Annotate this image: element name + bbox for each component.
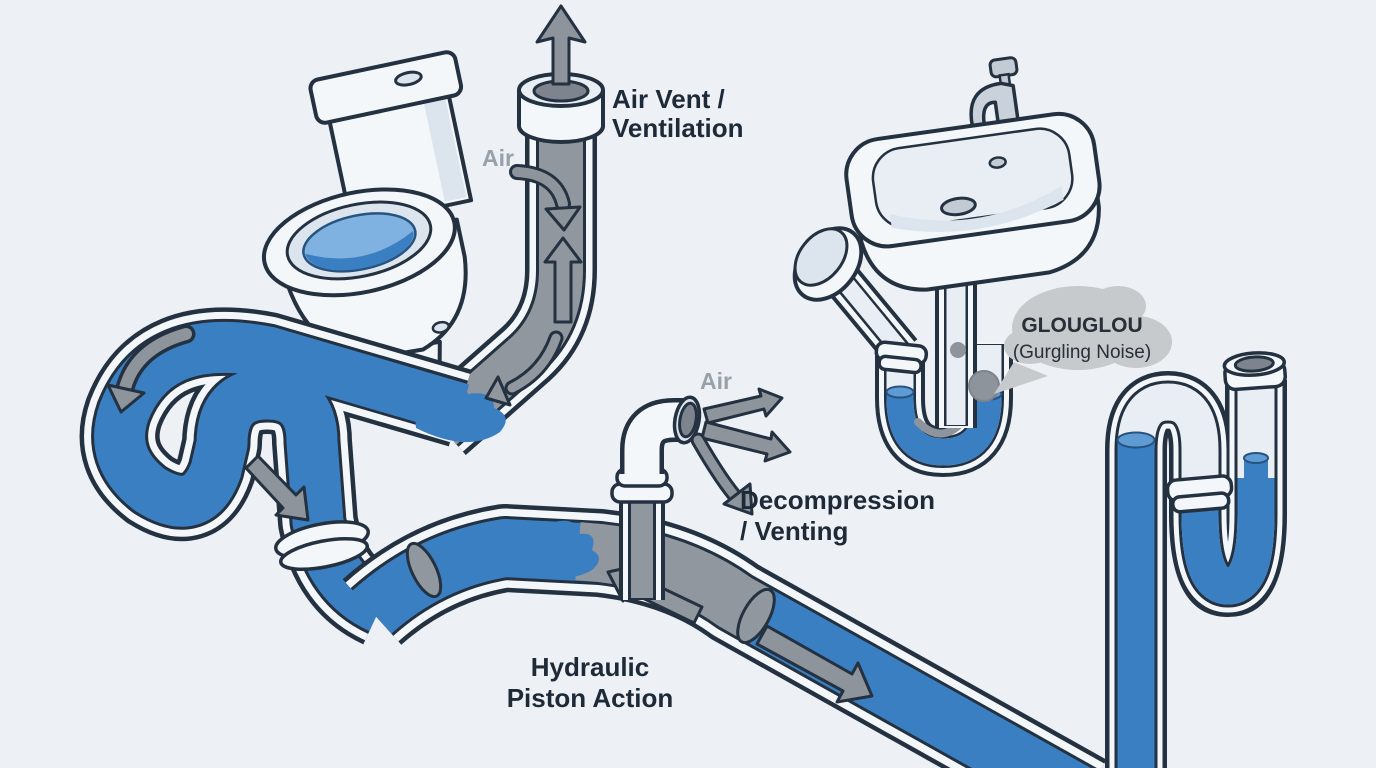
vent-elbow [620, 395, 702, 474]
junction-water-patch [415, 385, 506, 443]
downstream-arrow-icon [755, 624, 874, 704]
air-spray-arrow-down-icon [690, 432, 754, 516]
relief-vent [610, 387, 792, 600]
sink-drain-hole [940, 196, 977, 217]
label-air-vent-line1: Air Vent / [612, 84, 725, 114]
piston-slug-boundary [405, 541, 443, 599]
vent-cap [517, 72, 605, 144]
flush-button [394, 70, 423, 87]
sink-p-trap [875, 342, 1013, 477]
air-entry-arrow-icon [509, 164, 582, 232]
label-air-mid: Air [700, 368, 732, 394]
toilet-s-trap-pipe [79, 307, 506, 645]
diagram-labels: Air Vent / Ventilation Air Air Decompres… [482, 84, 935, 713]
gurgle-bubble-small-icon [950, 342, 966, 358]
main-drain-pipe [342, 504, 1107, 768]
air-water-boundary [548, 520, 599, 578]
label-decompression-line1: Decompression [740, 485, 935, 515]
trapway-water [94, 321, 470, 632]
right-s-trap-pipe [1105, 351, 1287, 768]
toilet-bolt-cap [431, 320, 450, 334]
toilet-bowl-water-deep [305, 230, 414, 271]
air-bend-arrow-icon [484, 330, 564, 407]
right-trap-coupling-ring [1165, 474, 1234, 514]
gurgle-label-title: GLOUGLOU [1021, 314, 1142, 337]
speech-bubble: GLOUGLOU (Gurgling Noise) [994, 286, 1172, 394]
label-decompression-line2: / Venting [740, 516, 848, 546]
vent-up-arrow-icon [535, 4, 587, 86]
flow-arrow-diagonal-icon [244, 454, 310, 522]
gurgle-bubble-large-icon [968, 370, 1000, 402]
flow-arrow-bend-icon [106, 324, 196, 414]
vent-stack-pipe [418, 4, 605, 456]
gurgle-label-sub: (Gurgling Noise) [1013, 342, 1151, 363]
air-spray-arrow-up-icon [702, 387, 784, 425]
label-air-vent-line2: Ventilation [612, 113, 743, 143]
trap-coupling-ring [874, 340, 929, 375]
label-hydraulic-line1: Hydraulic [531, 652, 650, 682]
air-up-arrow-icon [543, 236, 583, 324]
drain-flange [792, 226, 864, 302]
label-hydraulic-line2: Piston Action [507, 683, 674, 713]
sink-overflow-hole [988, 156, 1007, 169]
air-pocket-cap [736, 587, 776, 645]
vent-air-arrows [484, 164, 583, 407]
sink-basin-group [844, 56, 1102, 292]
trap-water [886, 384, 1002, 466]
drain-air-pocket [571, 522, 771, 640]
right-trap-open-collar [1222, 351, 1287, 392]
label-air-top: Air [482, 145, 514, 171]
air-spray-arrow-right-icon [700, 420, 792, 463]
drain-coupling-ring [274, 520, 370, 572]
sink-illustration [792, 56, 1102, 477]
toilet-tank-lid [308, 50, 464, 125]
